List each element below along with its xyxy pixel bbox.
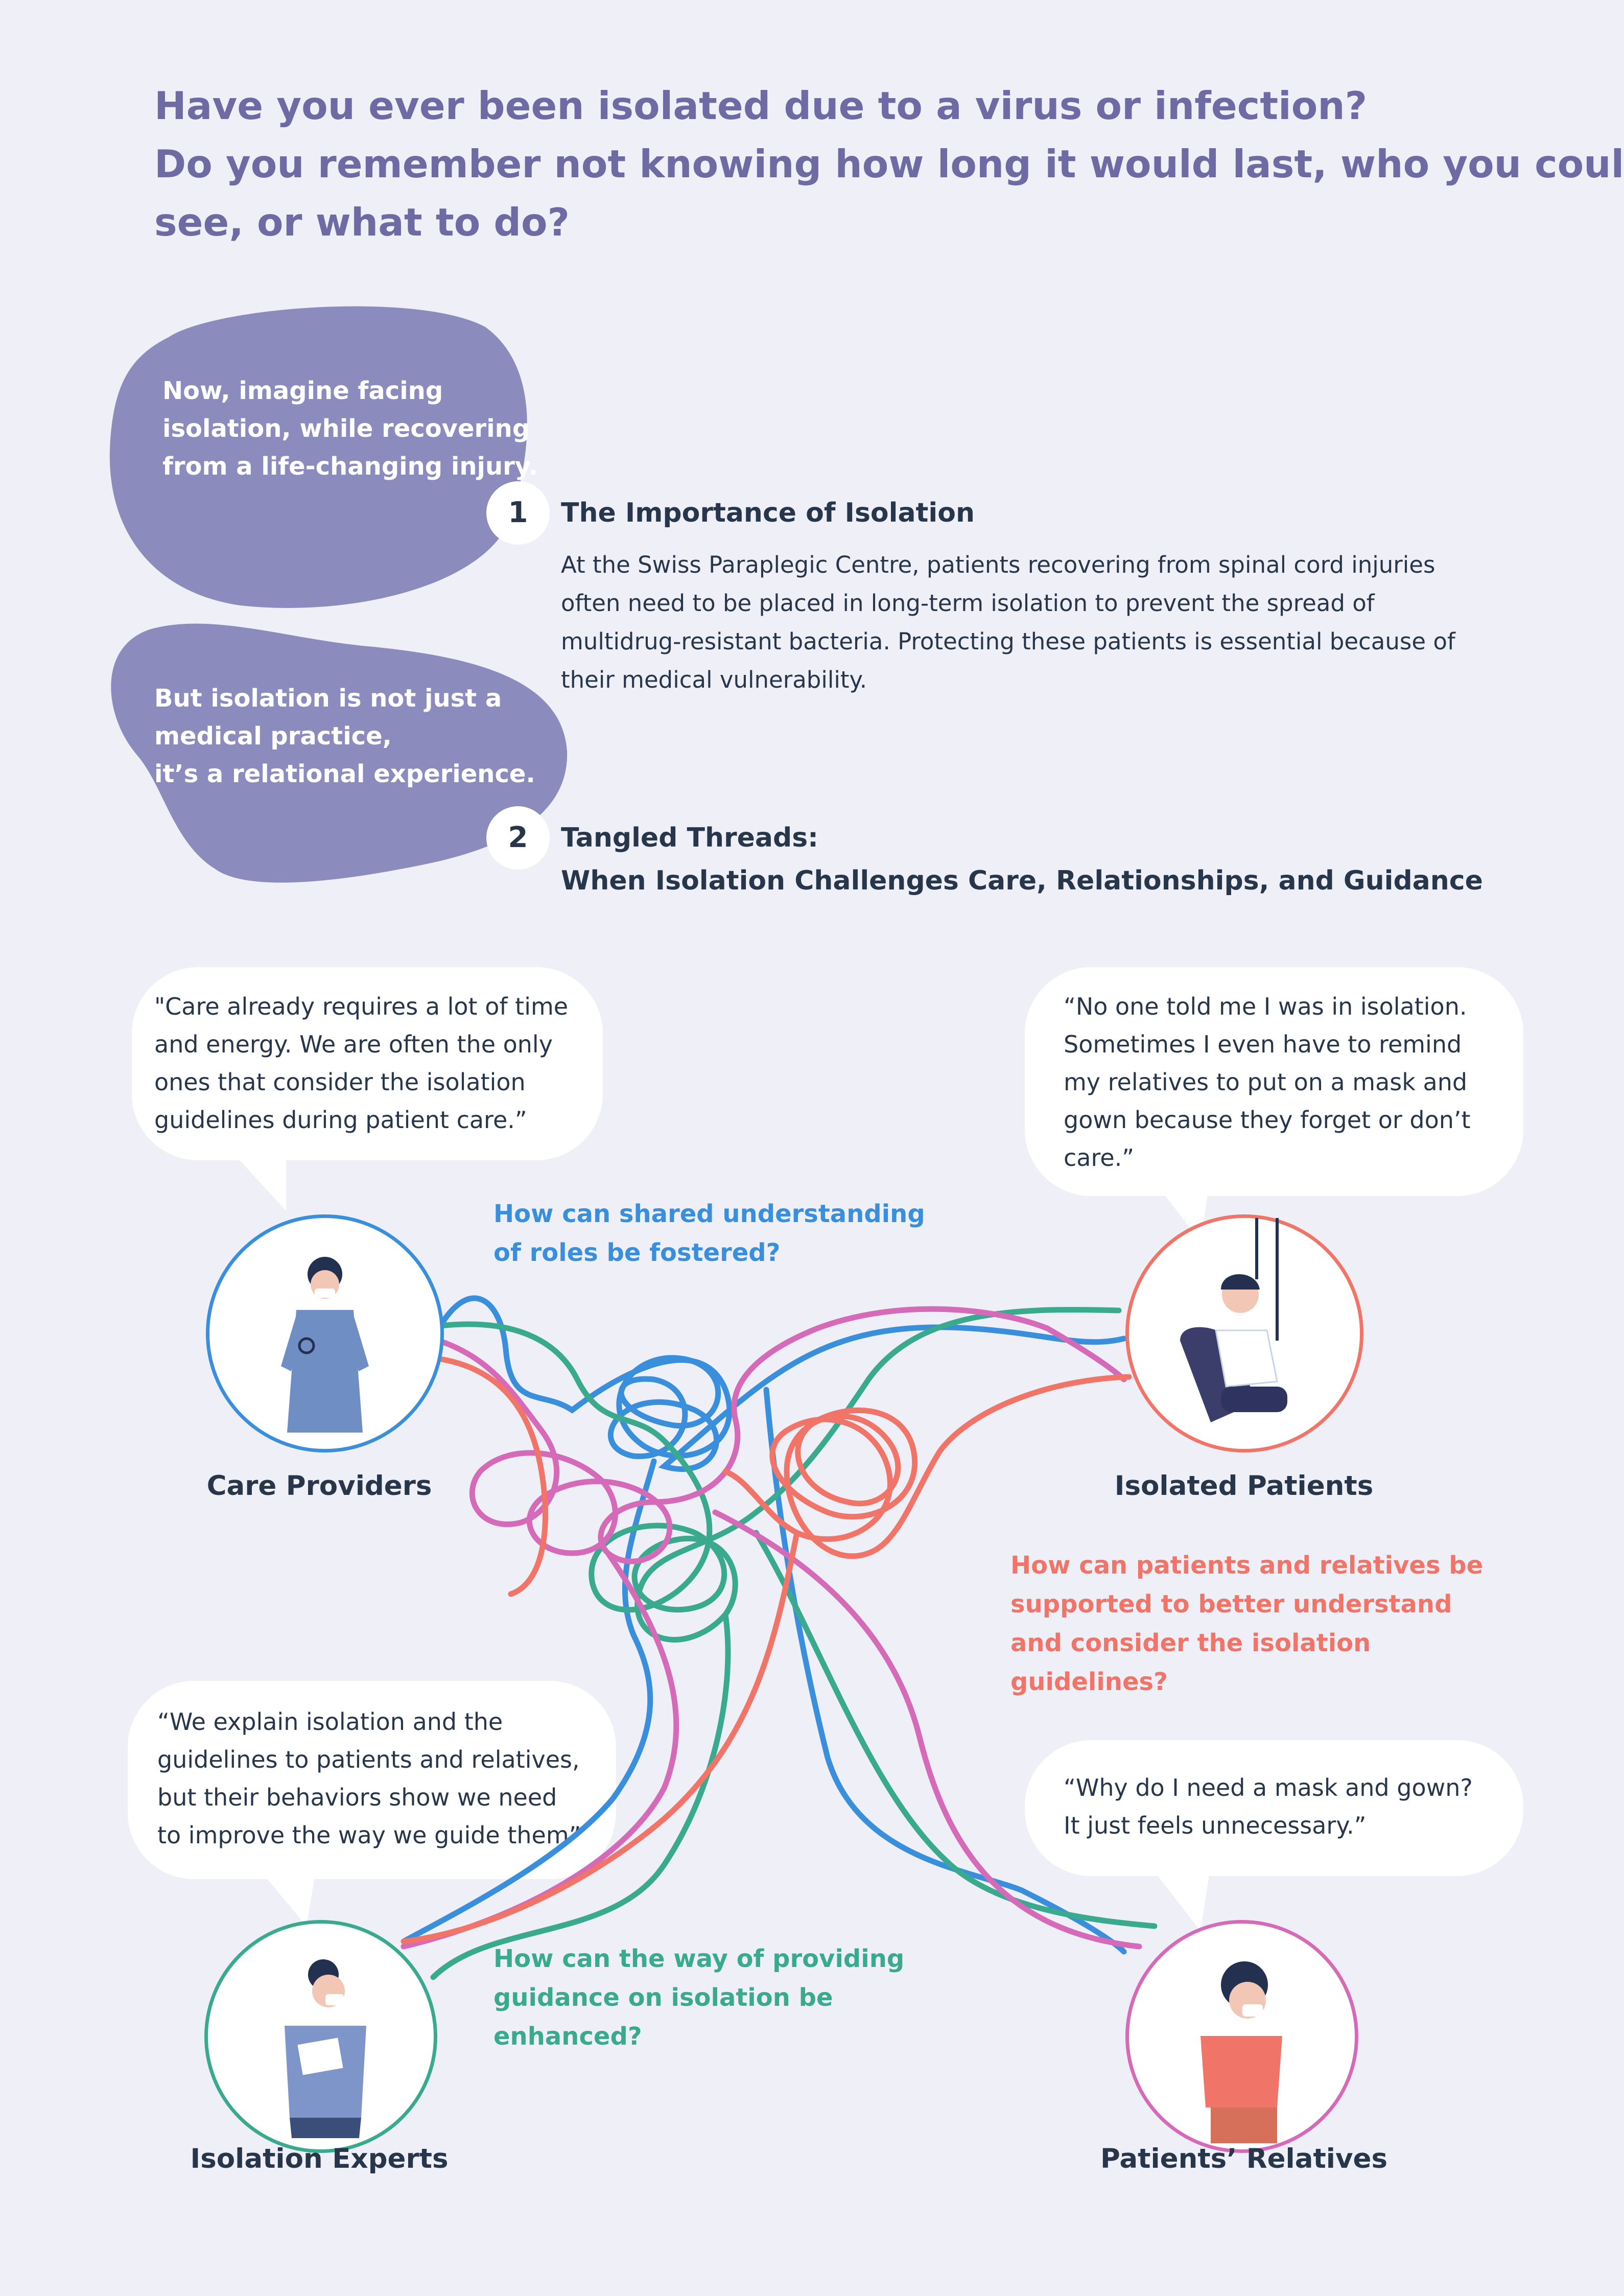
- intro-line-2: Do you remember not knowing how long it …: [154, 142, 1624, 186]
- bubble-tail-care: [230, 1150, 286, 1211]
- label-isolation-experts: Isolation Experts: [190, 2143, 449, 2174]
- purple-blobs: [109, 306, 568, 883]
- quote-isolation-experts: “We explain isolation and the guidelines…: [157, 1708, 581, 1849]
- section-1-number: 1: [486, 481, 550, 545]
- avatar-patients-relatives: [1125, 1920, 1358, 2153]
- relative-icon: [1201, 1961, 1282, 2143]
- avatar-isolated-patients: [1125, 1214, 1363, 1452]
- quote-care-providers: "Care already requires a lot of time and…: [154, 993, 569, 1134]
- quote-patients-relatives: “Why do I need a mask and gown? It just …: [1064, 1774, 1473, 1839]
- expert-icon: [285, 1959, 366, 2138]
- avatar-care-providers: [206, 1214, 444, 1452]
- question-isolated-patients: How can patients and relatives be suppor…: [1010, 1551, 1484, 1696]
- label-isolated-patients: Isolated Patients: [1114, 1470, 1374, 1502]
- thread-coral: [401, 1356, 1132, 1944]
- question-isolation-experts: How can the way of providing guidance on…: [493, 1944, 905, 2051]
- avatar-isolation-experts: [204, 1920, 437, 2153]
- intro-line-3: see, or what to do?: [154, 200, 570, 245]
- section-1-title: The Importance of Isolation: [561, 498, 975, 528]
- quote-isolated-patients: “No one told me I was in isolation. Some…: [1064, 993, 1471, 1172]
- intro-heading: Have you ever been isolated due to a vir…: [154, 77, 1624, 251]
- blob-2-text: But isolation is not just a medical prac…: [154, 684, 535, 788]
- quote-bubble-care-providers: [132, 967, 603, 1160]
- intro-line-1: Have you ever been isolated due to a vir…: [154, 83, 1368, 128]
- blob-1-text: Now, imagine facing isolation, while rec…: [162, 377, 538, 481]
- question-care-providers: How can shared understanding of roles be…: [493, 1200, 925, 1267]
- patient-icon: [1180, 1218, 1287, 1422]
- blob-2: [111, 623, 568, 883]
- quote-bubble-patients-relatives: [1025, 1740, 1523, 1876]
- quote-bubble-isolated-patients: [1025, 967, 1523, 1196]
- nurse-icon: [281, 1257, 369, 1433]
- section-2-title: Tangled Threads: When Isolation Challeng…: [561, 823, 1483, 896]
- bubble-tail-relatives: [1149, 1865, 1211, 1931]
- quote-bubble-isolation-experts: [128, 1681, 616, 1879]
- label-care-providers: Care Providers: [206, 1470, 432, 1502]
- thread-teal: [430, 1307, 1158, 1980]
- section-2-number: 2: [486, 806, 550, 870]
- blob-1: [109, 306, 527, 608]
- label-patients-relatives: Patients’ Relatives: [1100, 2143, 1388, 2174]
- section-1-body: At the Swiss Paraplegic Centre, patients…: [561, 551, 1455, 693]
- bubble-tail-experts: [255, 1865, 317, 1926]
